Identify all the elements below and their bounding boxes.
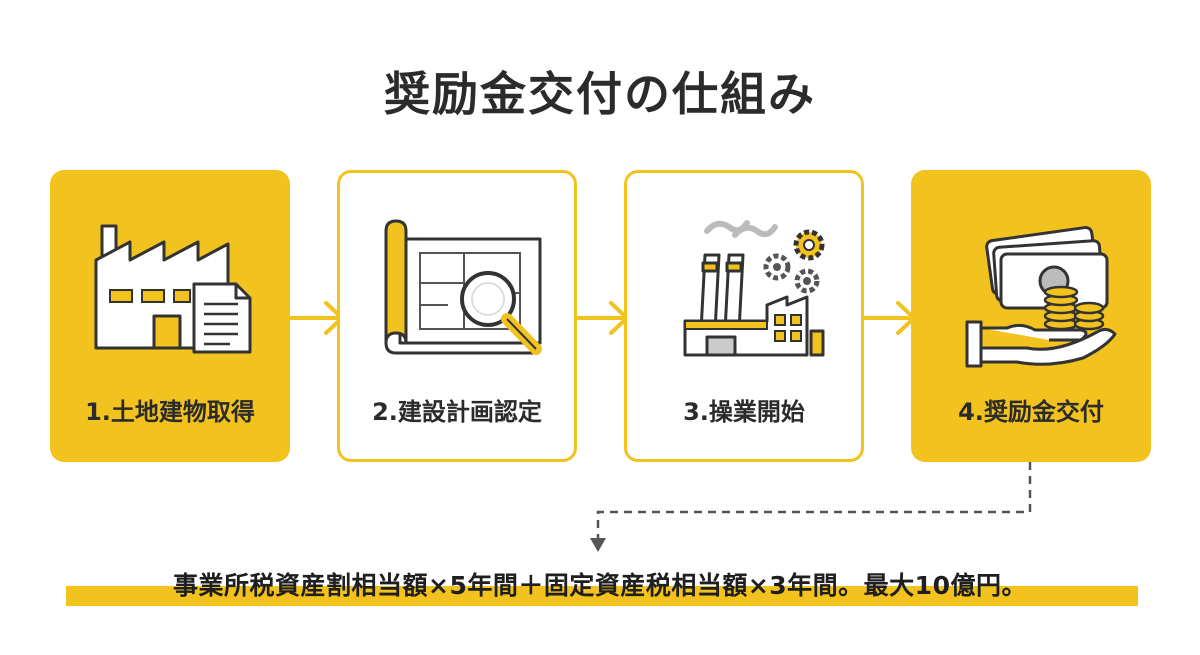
gear-icon bbox=[793, 229, 825, 261]
page-title: 奨励金交付の仕組み bbox=[384, 67, 816, 121]
gear-icon bbox=[794, 268, 820, 294]
gear-icon bbox=[763, 253, 791, 281]
dashed-arrow-head bbox=[590, 538, 606, 552]
step-label-3: 3.操業開始 bbox=[683, 398, 805, 426]
step-card-4: 4.奨励金交付 bbox=[911, 170, 1151, 462]
factory-document-icon bbox=[94, 224, 252, 354]
step-label-4: 4.奨励金交付 bbox=[958, 398, 1104, 426]
step-card-1: 1.土地建物取得 bbox=[50, 170, 290, 462]
step-label-1: 1.土地建物取得 bbox=[85, 398, 255, 426]
money-hand-icon bbox=[965, 226, 1117, 368]
dashed-arrow-to-summary bbox=[596, 462, 1032, 540]
step-card-3: 3.操業開始 bbox=[624, 170, 864, 462]
blueprint-magnifier-icon bbox=[384, 219, 542, 355]
summary-highlight-bar bbox=[66, 586, 1138, 606]
arrow-2-to-3 bbox=[573, 301, 629, 335]
summary-text: 事業所税資産割相当額×5年間＋固定資産税相当額×3年間。最大10億円。 bbox=[173, 571, 1027, 600]
step-card-2: 2.建設計画認定 bbox=[337, 170, 577, 462]
operating-factory-gears-icon bbox=[683, 220, 825, 357]
step-label-2: 2.建設計画認定 bbox=[372, 398, 542, 426]
arrow-3-to-4 bbox=[860, 301, 916, 335]
arrow-1-to-2 bbox=[288, 301, 344, 335]
